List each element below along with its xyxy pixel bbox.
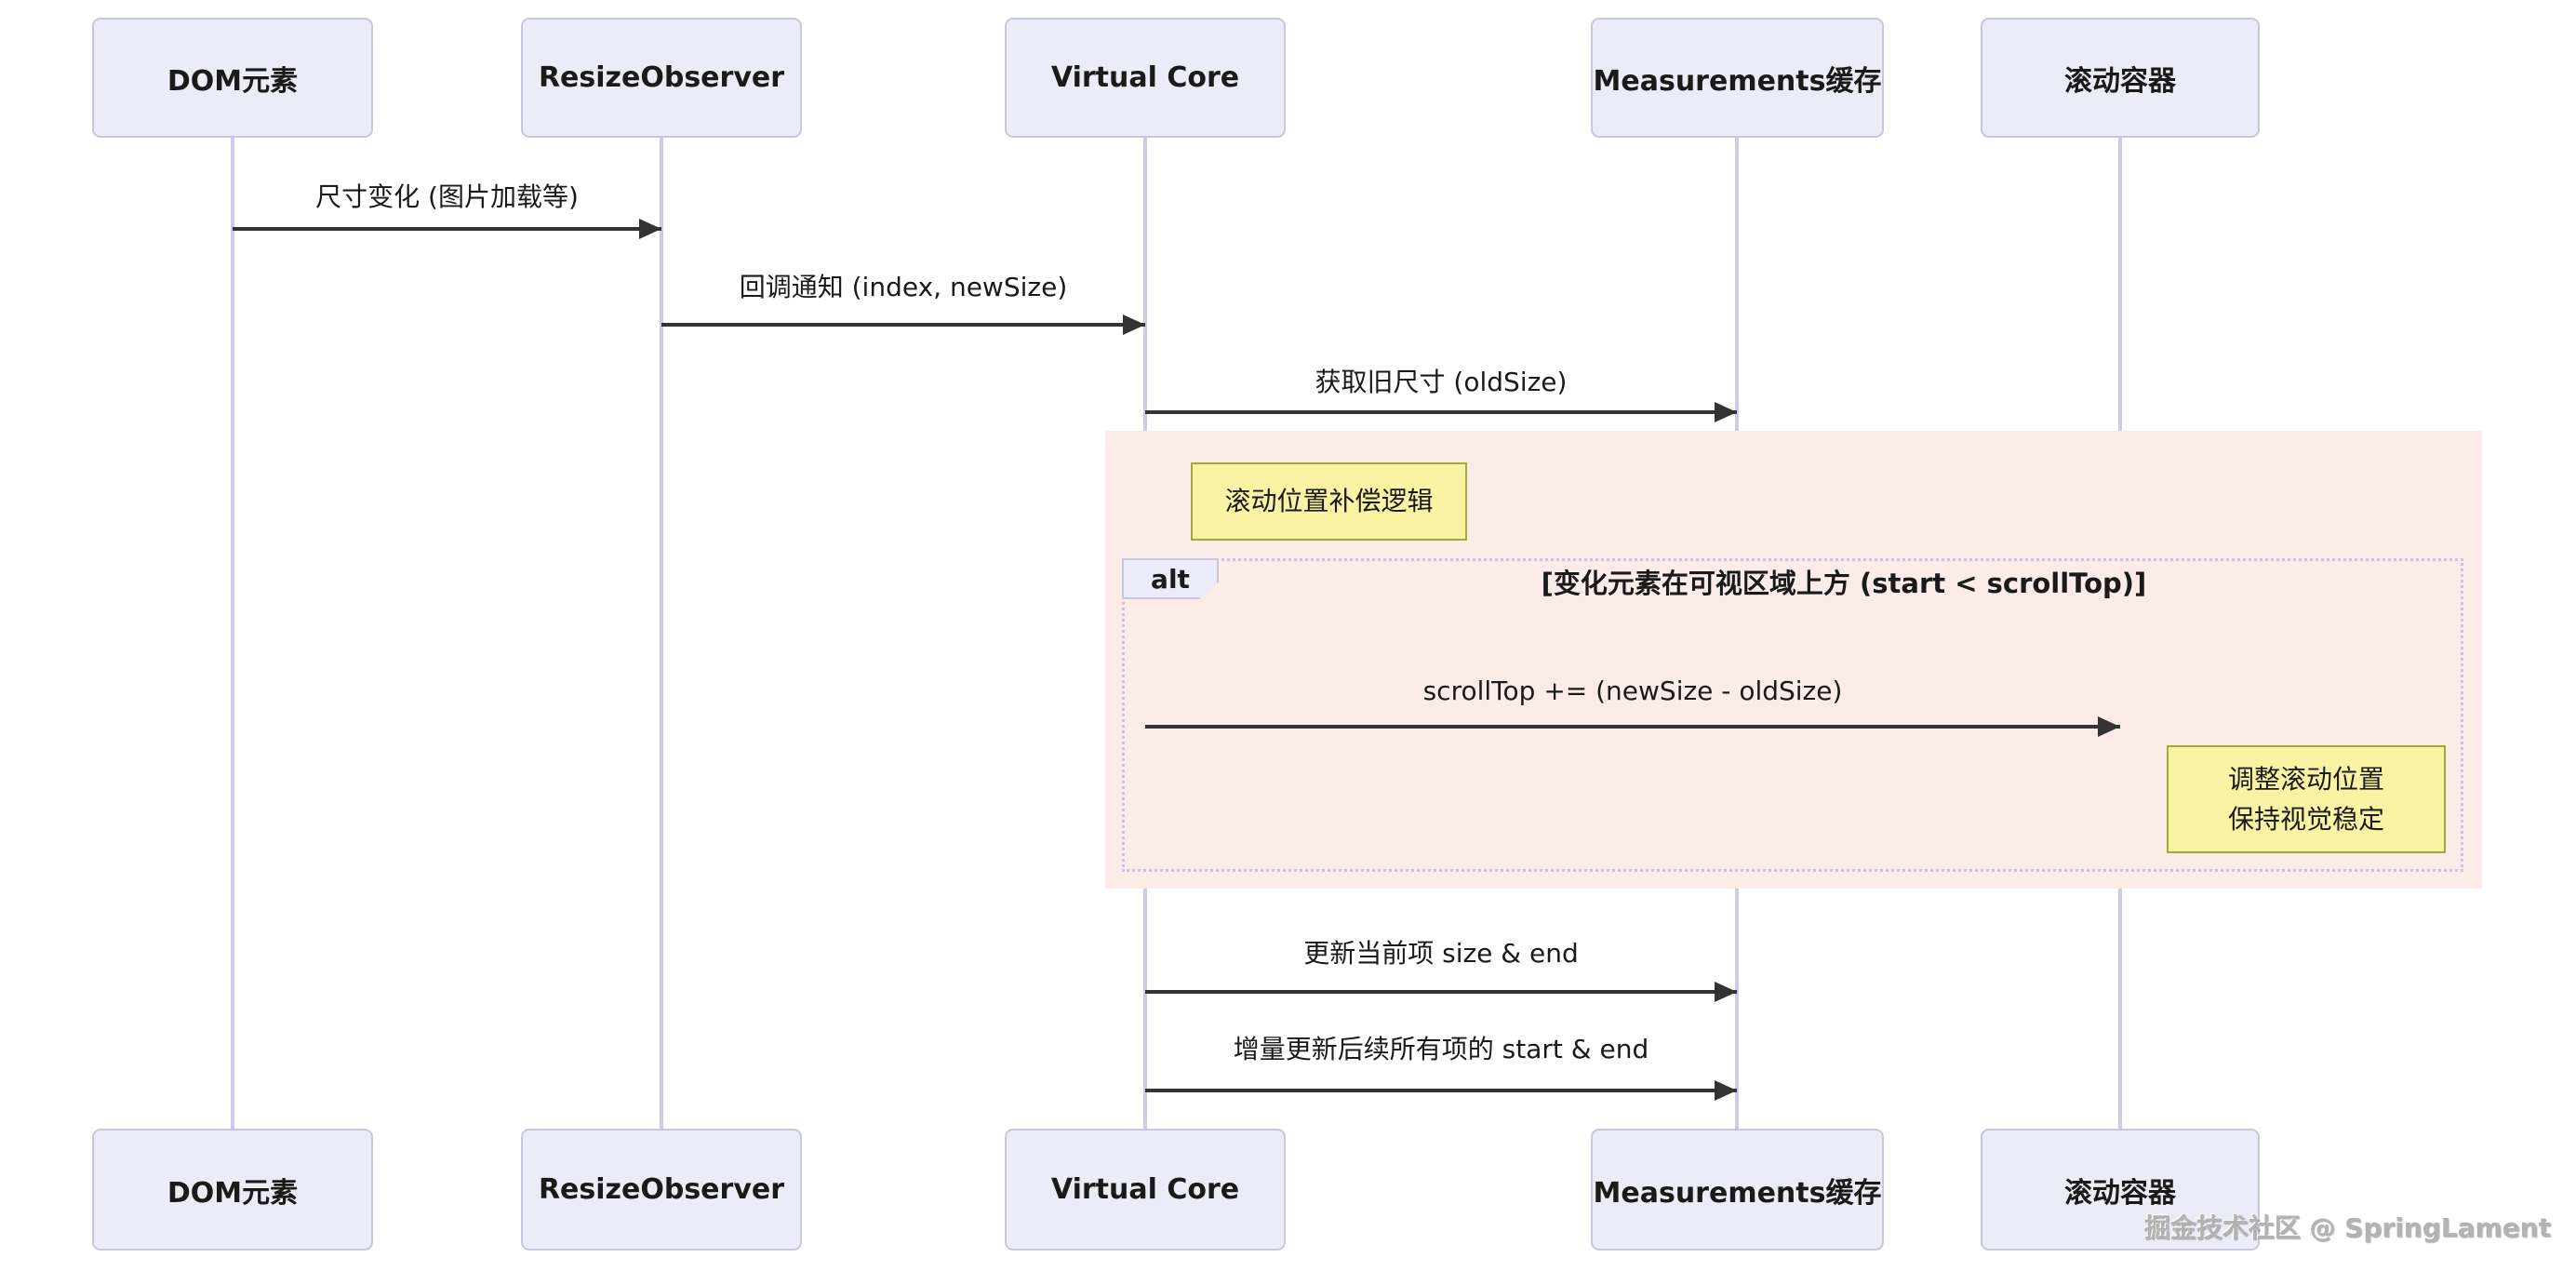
participant-label: 滚动容器 — [2064, 64, 2176, 98]
arrowhead-icon — [1715, 982, 1737, 1002]
message-arrow-incremental-update — [1145, 1080, 1737, 1101]
note-text: 滚动位置补偿逻辑 — [1224, 486, 1434, 517]
participant-label: 滚动容器 — [2064, 1176, 2176, 1210]
participant-label: Measurements缓存 — [1593, 1176, 1882, 1210]
alt-condition-text: [变化元素在可视区域上方 (start < scrollTop)] — [1541, 568, 2147, 599]
participant-label: ResizeObserver — [538, 1173, 785, 1206]
note-text-line1: 调整滚动位置 — [2227, 763, 2384, 795]
participant-label: ResizeObserver — [538, 61, 785, 94]
message-arrow-get-old-size — [1145, 402, 1737, 422]
message-text-scrolltop: scrollTop += (newSize - oldSize) — [1422, 675, 1843, 706]
message-arrow-callback — [661, 314, 1145, 335]
arrowhead-icon — [2098, 716, 2120, 737]
alt-frame — [1122, 558, 2463, 872]
message-arrow-size-change — [233, 219, 661, 239]
participant-top-scroll-container: 滚动容器 — [1981, 18, 2260, 138]
participant-bottom-virtual-core: Virtual Core — [1005, 1129, 1286, 1251]
participant-top-resize-observer: ResizeObserver — [521, 18, 802, 138]
participant-bottom-measurements-cache: Measurements缓存 — [1591, 1129, 1884, 1251]
note-compensation-logic: 滚动位置补偿逻辑 — [1191, 462, 1467, 541]
lifeline-dom-element — [231, 138, 234, 1129]
participant-top-dom-element: DOM元素 — [92, 18, 373, 138]
message-arrow-scrolltop — [1145, 716, 2120, 737]
message-text-callback: 回调通知 (index, newSize) — [739, 272, 1068, 302]
participant-bottom-scroll-container: 滚动容器 — [1981, 1129, 2260, 1251]
participant-bottom-resize-observer: ResizeObserver — [521, 1129, 802, 1251]
message-arrow-update-current — [1145, 982, 1737, 1002]
alt-label: alt — [1122, 558, 1219, 599]
participant-top-measurements-cache: Measurements缓存 — [1591, 18, 1884, 138]
lifeline-resize-observer — [660, 138, 663, 1129]
message-text-get-old-size: 获取旧尺寸 (oldSize) — [1315, 367, 1568, 397]
participant-label: DOM元素 — [167, 1176, 299, 1210]
participant-bottom-dom-element: DOM元素 — [92, 1129, 373, 1251]
arrowhead-icon — [1715, 1080, 1737, 1101]
participant-label: Virtual Core — [1050, 61, 1240, 94]
watermark: 掘金技术社区 @ SpringLament — [2143, 1212, 2551, 1243]
message-text-incremental-update: 增量更新后续所有项的 start & end — [1233, 1034, 1649, 1064]
note-text-line2: 保持视觉稳定 — [2227, 804, 2384, 835]
participant-label: Measurements缓存 — [1593, 64, 1882, 98]
arrowhead-icon — [639, 219, 661, 239]
participant-label: DOM元素 — [167, 64, 299, 98]
note-adjust-scroll: 调整滚动位置 保持视觉稳定 — [2167, 745, 2446, 853]
participant-label: Virtual Core — [1050, 1173, 1240, 1206]
message-text-update-current: 更新当前项 size & end — [1303, 938, 1579, 969]
message-text-size-change: 尺寸变化 (图片加载等) — [315, 181, 579, 212]
arrowhead-icon — [1123, 314, 1145, 335]
participant-top-virtual-core: Virtual Core — [1005, 18, 1286, 138]
arrowhead-icon — [1715, 402, 1737, 422]
